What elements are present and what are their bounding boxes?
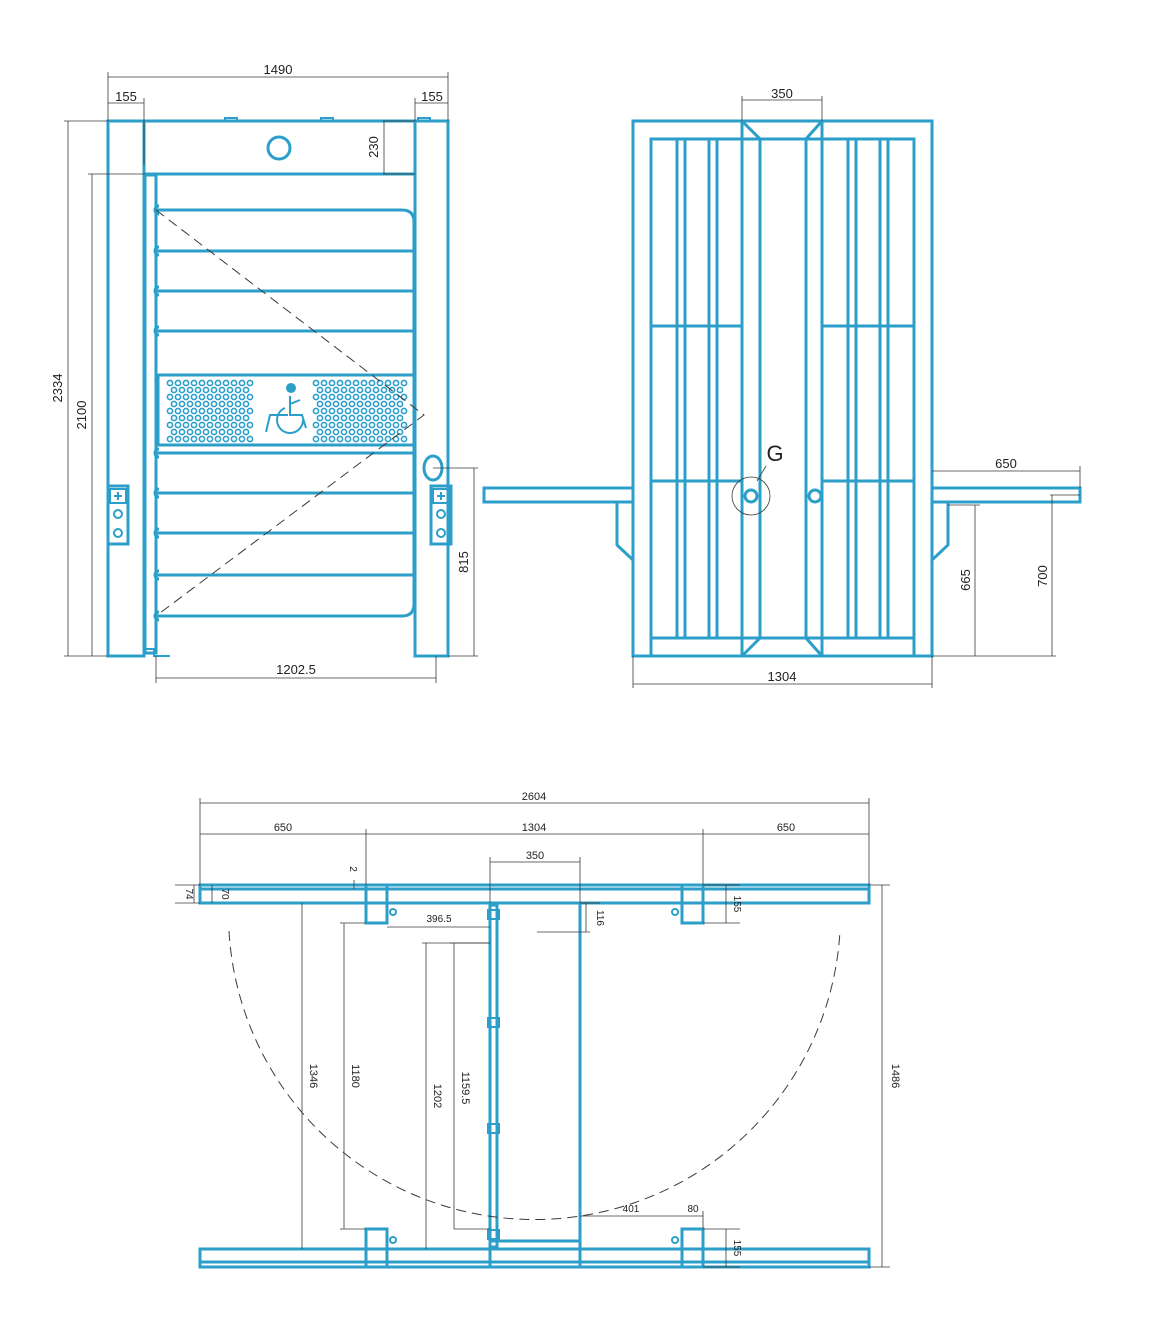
gate-foot — [144, 648, 170, 657]
dim-116: 116 — [594, 910, 605, 926]
dim-700: 700 — [1035, 565, 1050, 587]
gate-swing-lines — [155, 209, 425, 617]
dim-650-side: 650 — [995, 456, 1017, 471]
dim-155-right: 155 — [421, 89, 443, 104]
dim-1159-5: 1159.5 — [459, 1072, 471, 1105]
plan-gate-leaf — [488, 903, 499, 1249]
plan-dimensions — [175, 798, 890, 1268]
dim-1490: 1490 — [264, 62, 293, 77]
plan-view: 2604 650 1304 650 350 2 74 70 155 396.5 … — [175, 791, 901, 1269]
plan-post-bottom-left — [364, 1227, 389, 1269]
dim-665: 665 — [958, 569, 973, 591]
plan-post-bottom-right — [680, 1227, 705, 1269]
gate-bar-caps — [153, 204, 160, 622]
dim-2604: 2604 — [522, 791, 546, 803]
dim-80: 80 — [687, 1204, 699, 1215]
dim-350-plan: 350 — [526, 850, 544, 862]
dim-230: 230 — [366, 136, 381, 158]
dim-1180: 1180 — [349, 1064, 361, 1088]
gate-hinge-stile — [143, 173, 158, 655]
side-dimensions — [632, 96, 1081, 688]
dim-2: 2 — [347, 866, 358, 872]
plan-post-top-right — [680, 883, 705, 925]
plan-post-top-left — [364, 883, 389, 925]
dim-350-side: 350 — [771, 86, 793, 101]
side-inner-frame — [649, 137, 916, 658]
left-post — [106, 119, 146, 658]
wheelchair-accessibility-icon — [265, 383, 307, 434]
right-post — [413, 119, 450, 658]
dim-1346: 1346 — [307, 1064, 319, 1088]
dim-396-5: 396.5 — [426, 914, 451, 925]
dim-650-plan-left: 650 — [274, 822, 292, 834]
dim-155-plan-bottom: 155 — [731, 1240, 742, 1257]
dim-1304-plan: 1304 — [522, 822, 546, 834]
side-arm-left — [482, 486, 635, 504]
side-arm-bracket-right — [930, 502, 950, 562]
perforation-right — [312, 379, 408, 443]
side-arm-bracket-left — [615, 502, 635, 562]
dim-1486: 1486 — [889, 1064, 901, 1088]
left-lock-box — [106, 484, 130, 546]
detail-g-label: G — [766, 441, 783, 466]
dim-650-plan-right: 650 — [777, 822, 795, 834]
detail-g-circle — [731, 476, 771, 516]
front-dimensions — [64, 72, 478, 683]
perforation-left — [166, 379, 254, 443]
front-view: 1490 155 155 230 2334 2100 815 1202.5 — [50, 62, 478, 683]
top-beam-reader — [266, 135, 292, 161]
dim-155-left: 155 — [115, 89, 137, 104]
dim-1304-side: 1304 — [768, 669, 797, 684]
side-slats-left — [675, 137, 719, 640]
dim-1202-5: 1202.5 — [276, 662, 316, 677]
dim-155-plan-top: 155 — [731, 896, 742, 913]
dim-815: 815 — [456, 551, 471, 573]
dim-74: 74 — [183, 888, 194, 900]
accessibility-panel — [156, 373, 416, 447]
dim-70: 70 — [219, 888, 230, 900]
hinge-bolt-right — [807, 488, 823, 504]
dim-401: 401 — [623, 1204, 640, 1215]
dim-1202: 1202 — [431, 1084, 443, 1108]
gate-bars — [156, 249, 414, 577]
side-slats-right — [846, 137, 890, 640]
plan-bottom-rail — [198, 1247, 871, 1269]
hinge-bolt-left — [743, 488, 759, 504]
plan-swing-arc — [228, 930, 841, 1221]
plan-hinges — [487, 909, 500, 1240]
dim-2100: 2100 — [74, 401, 89, 430]
side-view: G 350 1304 650 665 700 — [482, 86, 1082, 688]
right-lock-box — [429, 484, 453, 546]
dim-2334: 2334 — [50, 374, 65, 403]
